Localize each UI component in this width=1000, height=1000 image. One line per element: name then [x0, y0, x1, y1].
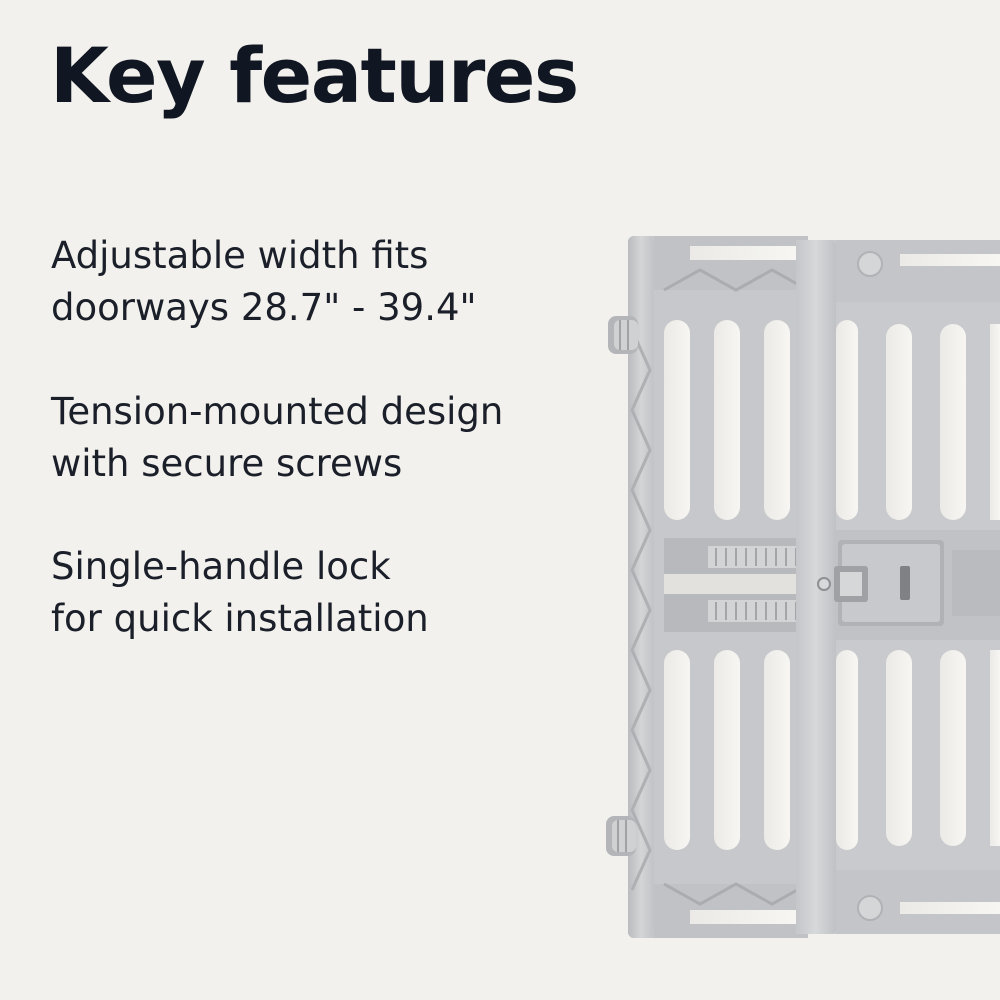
page-title: Key features: [50, 31, 579, 120]
feature-line: Single-handle lock: [51, 545, 391, 588]
feature-line: doorways 28.7" - 39.4": [51, 286, 477, 329]
tension-knob-bottom: [606, 816, 636, 856]
feature-item-tension: Tension-mounted design with secure screw…: [51, 386, 503, 490]
feature-line: for quick installation: [51, 597, 429, 640]
feature-line: with secure screws: [51, 442, 403, 485]
feature-line: Adjustable width fits: [51, 234, 429, 277]
feature-item-lock: Single-handle lock for quick installatio…: [51, 541, 429, 645]
feature-item-width: Adjustable width fits doorways 28.7" - 3…: [51, 230, 477, 334]
pet-gate-illustration: [606, 236, 1000, 938]
feature-line: Tension-mounted design: [51, 390, 504, 433]
lock-handle-icon: [817, 540, 1000, 626]
gate-back-panel: [628, 236, 809, 938]
tension-knob-top: [608, 316, 638, 354]
